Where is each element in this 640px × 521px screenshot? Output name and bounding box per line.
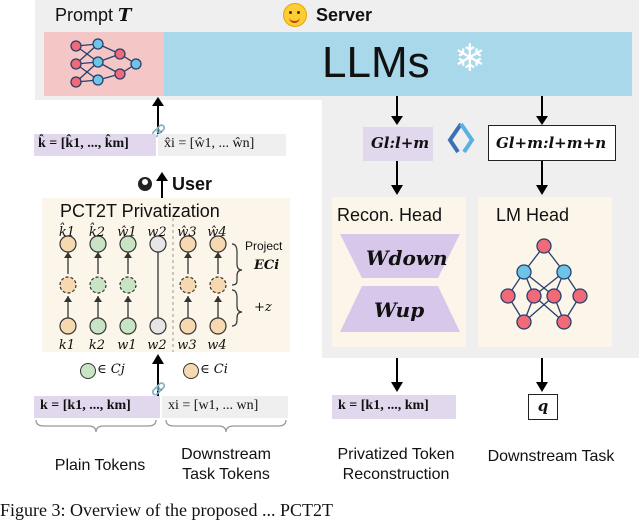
downstream-task-label: Downstream Task [487, 448, 615, 465]
arrow-down-recon [391, 161, 403, 195]
top-token-2: k̂2 [88, 225, 106, 240]
server-label: Server [316, 5, 373, 25]
downstream-tokens-label-1: Downstream [181, 446, 271, 463]
x-box [162, 396, 288, 418]
downstream-tokens-label-2: Task Tokens [182, 466, 270, 483]
token-diagram [59, 218, 243, 352]
k-box [34, 396, 160, 418]
g-left-box [363, 127, 433, 161]
prompt-network-icon [70, 38, 142, 88]
e-label: ECi [254, 258, 280, 273]
top-token-5: ŵ3 [177, 225, 197, 240]
g-right-box [488, 125, 616, 161]
bottom-token-3: w1 [117, 338, 137, 353]
x-equation: xi = [w1, ... wn] [168, 398, 259, 413]
top-token-6: ŵ4 [207, 225, 227, 240]
project-label: Project [245, 239, 283, 253]
k-hat-box [34, 134, 156, 156]
arrow-up-to-prompt [152, 97, 164, 134]
arrow-down-right-g [536, 96, 548, 125]
bottom-token-2: k2 [88, 338, 106, 353]
arrow-up-to-privatization [152, 354, 164, 396]
legend-cj-dot [80, 363, 96, 379]
bottom-token-6: w4 [207, 338, 227, 353]
user-label: User [172, 174, 213, 194]
privatization-title: PCT2T Privatization [60, 201, 220, 221]
k-equation: k = [k1, ..., km] [40, 398, 131, 413]
q-box [528, 394, 558, 420]
q-label: q [537, 397, 549, 415]
x-hat-box [158, 134, 286, 156]
recon-head-title: Recon. Head [337, 205, 443, 225]
arrow-down-q [536, 358, 548, 392]
bottom-token-1: k1 [58, 338, 76, 353]
top-token-3: ŵ1 [117, 225, 137, 240]
w-up-label: Wup [374, 298, 425, 322]
k-out-box [332, 395, 456, 419]
bottom-token-4: w2 [147, 338, 167, 353]
arrow-up-to-user [156, 172, 168, 198]
g-right-label: Gl+m:l+m+n [496, 134, 607, 152]
recon-shapes [340, 234, 460, 332]
llm-box [164, 32, 632, 96]
prompt-title: Prompt T [55, 5, 131, 26]
legend-cj: ∈ Cj [97, 362, 125, 377]
legend-ci-dot [183, 363, 199, 379]
plus-z-label: +z [254, 300, 272, 315]
g-left-label: Gl:l+m [371, 134, 430, 152]
bottom-token-5: w3 [177, 338, 197, 353]
privatized-label-1: Privatized Token [337, 446, 455, 463]
lm-head-panel [478, 197, 612, 347]
arrow-down-lm [536, 161, 548, 195]
top-token-4: w2 [147, 225, 167, 240]
link-icon-bottom: 🔗 [151, 382, 166, 396]
snowflake-icon: ❄ [454, 38, 486, 80]
lm-head-title: LM Head [496, 205, 570, 225]
prompt-label: Prompt [55, 5, 114, 25]
x-hat-equation: x̂i = [ŵ1, ... ŵn] [164, 136, 255, 151]
lm-network-icon [500, 238, 588, 330]
k-hat-equation: k̂ = [k̂1, ..., k̂m] [38, 136, 129, 151]
split-icon [447, 122, 475, 154]
privatized-label-2: Reconstruction [342, 466, 450, 483]
prompt-symbol: T [118, 5, 132, 26]
user-icon [138, 177, 152, 191]
arrow-down-k-out [391, 358, 403, 392]
k-out-equation: k = [k1, ..., km] [338, 398, 429, 413]
hugging-face-icon [283, 3, 307, 27]
w-down-label: Wdown [366, 246, 448, 270]
legend-ci: ∈ Ci [200, 362, 228, 377]
llm-label: LLMs [322, 38, 430, 87]
bottom-braces [35, 419, 287, 433]
top-token-1: k̂1 [58, 225, 76, 240]
prompt-box [44, 32, 164, 96]
plain-tokens-label: Plain Tokens [54, 457, 146, 474]
arrow-down-left-g [391, 96, 403, 125]
